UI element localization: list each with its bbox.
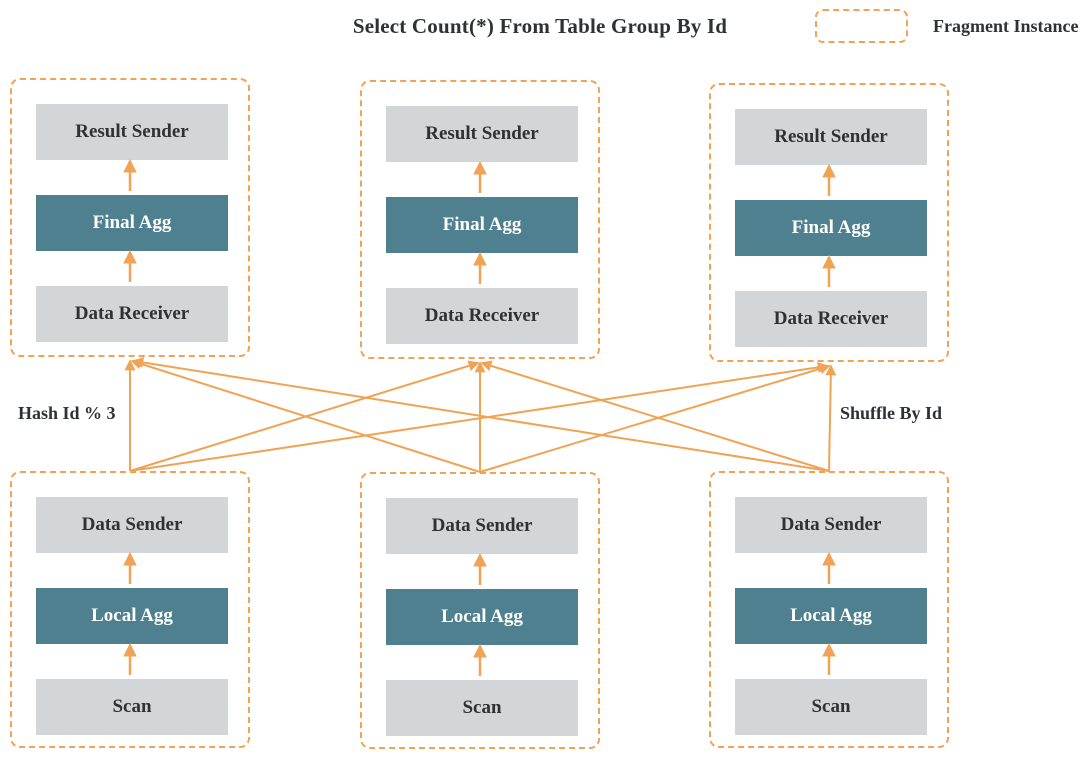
node-data-receiver: Data Receiver xyxy=(386,288,578,344)
node-data-receiver: Data Receiver xyxy=(735,291,927,347)
node-data-sender: Data Sender xyxy=(386,498,578,554)
hash-distribution-label: Hash Id % 3 xyxy=(18,403,116,423)
legend: Fragment Instance xyxy=(815,9,1078,43)
legend-label: Fragment Instance xyxy=(933,15,1079,36)
node-data-sender: Data Sender xyxy=(735,497,927,553)
fragment-bottom-right: Data Sender Local Agg Scan xyxy=(709,471,949,748)
node-local-agg: Local Agg xyxy=(386,589,578,645)
fragment-top-left: Result Sender Final Agg Data Receiver xyxy=(10,78,250,357)
node-final-agg: Final Agg xyxy=(735,200,927,256)
node-final-agg: Final Agg xyxy=(386,197,578,253)
node-result-sender: Result Sender xyxy=(386,106,578,162)
node-local-agg: Local Agg xyxy=(735,588,927,644)
node-scan: Scan xyxy=(735,679,927,735)
fragment-instance-swatch xyxy=(815,9,908,43)
fragment-top-right: Result Sender Final Agg Data Receiver xyxy=(709,83,949,362)
shuffle-label: Shuffle By Id xyxy=(840,403,943,423)
node-result-sender: Result Sender xyxy=(735,109,927,165)
node-scan: Scan xyxy=(36,679,228,735)
fragment-bottom-middle: Data Sender Local Agg Scan xyxy=(360,472,600,749)
node-data-sender: Data Sender xyxy=(36,497,228,553)
diagram-title: Select Count(*) From Table Group By Id xyxy=(352,14,728,38)
node-final-agg: Final Agg xyxy=(36,195,228,251)
shuffle-arrows xyxy=(124,357,837,473)
node-data-receiver: Data Receiver xyxy=(36,286,228,342)
node-scan: Scan xyxy=(386,680,578,736)
node-local-agg: Local Agg xyxy=(36,588,228,644)
fragment-top-middle: Result Sender Final Agg Data Receiver xyxy=(360,80,600,359)
node-result-sender: Result Sender xyxy=(36,104,228,160)
fragment-bottom-left: Data Sender Local Agg Scan xyxy=(10,471,250,748)
